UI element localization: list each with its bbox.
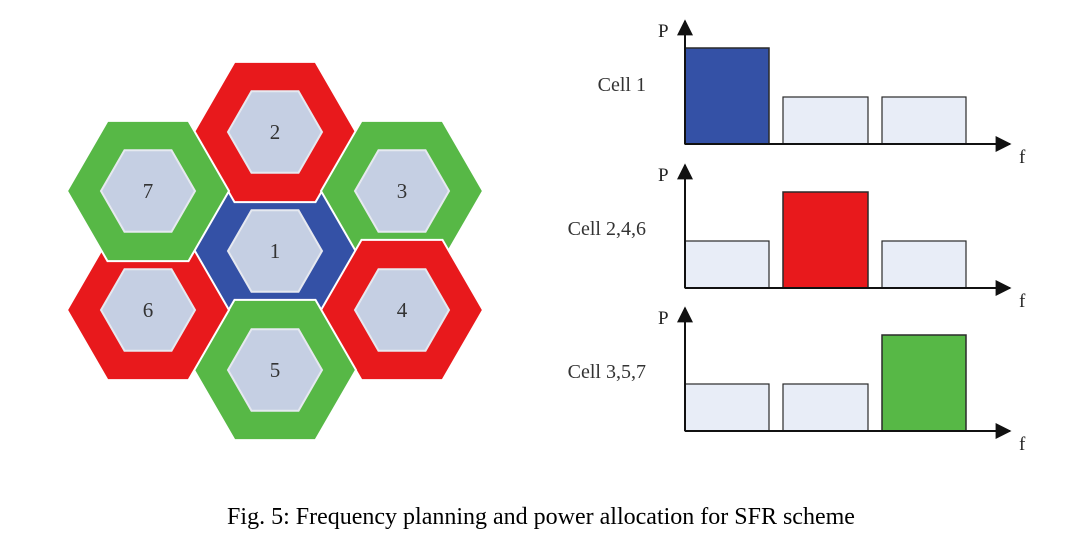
hex-inner-region [353, 149, 451, 233]
power-axis-label: P [658, 308, 669, 329]
hex-cell-7: 7 [65, 119, 231, 263]
hex-inner-region [226, 328, 324, 412]
power-plot-1: Pf Cell 1 [598, 19, 1026, 168]
high-power-band [684, 47, 770, 145]
hex-label: 5 [270, 358, 281, 382]
frequency-axis-label: f [1019, 434, 1026, 455]
hex-inner-region [226, 209, 324, 293]
hex-inner-region [99, 268, 197, 352]
hex-cell-3: 3 [319, 119, 485, 263]
hex-cell-2: 2 [192, 60, 358, 204]
hex-cell-5: 5 [192, 298, 358, 442]
hex-label: 2 [270, 120, 281, 144]
hex-label: 6 [143, 298, 154, 322]
low-power-band [782, 96, 869, 145]
hex-inner-region [353, 268, 451, 352]
hexagon-cluster: 1 2 3 4 5 6 7 [65, 60, 485, 442]
power-axis-label: P [658, 165, 669, 186]
low-power-band [782, 383, 869, 432]
cell-group-label: Cell 3,5,7 [568, 361, 646, 383]
high-power-band [881, 334, 967, 432]
power-plot-3: Pf Cell 3,5,7 [568, 306, 1026, 455]
low-power-band [684, 383, 770, 432]
hex-label: 4 [397, 298, 408, 322]
high-power-band [782, 191, 869, 289]
hex-cell-1: 1 [192, 179, 358, 323]
low-power-band [881, 240, 967, 289]
hex-label: 1 [270, 239, 281, 263]
low-power-band [881, 96, 967, 145]
frequency-axis-label: f [1019, 147, 1026, 168]
hex-cell-6: 6 [65, 238, 231, 382]
power-axis-label: P [658, 21, 669, 42]
hex-label: 7 [143, 179, 154, 203]
hex-label: 3 [397, 179, 408, 203]
figure-caption: Fig. 5: Frequency planning and power all… [227, 504, 855, 530]
cell-group-label: Cell 1 [598, 74, 646, 96]
hex-cell-4: 4 [319, 238, 485, 382]
hex-inner-region [226, 90, 324, 174]
cell-group-label: Cell 2,4,6 [568, 218, 646, 240]
low-power-band [684, 240, 770, 289]
power-plot-2: Pf Cell 2,4,6 [568, 163, 1026, 312]
frequency-axis-label: f [1019, 291, 1026, 312]
hex-inner-region [99, 149, 197, 233]
